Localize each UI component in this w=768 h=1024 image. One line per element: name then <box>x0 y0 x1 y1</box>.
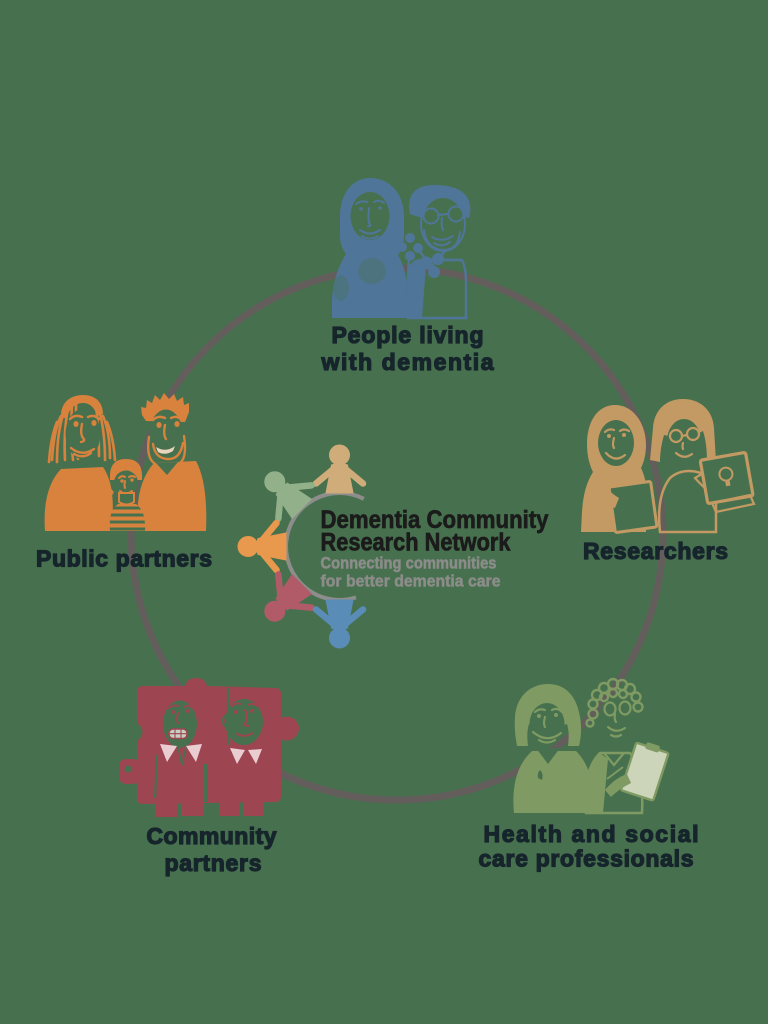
svg-text:Public partners: Public partners <box>36 546 212 572</box>
svg-text:with dementia: with dementia <box>321 349 494 375</box>
svg-text:Health and social: Health and social <box>484 821 699 847</box>
svg-text:Dementia Community: Dementia Community <box>321 506 549 534</box>
svg-text:Community: Community <box>147 823 277 849</box>
svg-text:Research Network: Research Network <box>321 529 511 557</box>
svg-text:partners: partners <box>165 850 262 876</box>
svg-text:care professionals: care professionals <box>479 846 694 872</box>
svg-text:People living: People living <box>332 322 484 348</box>
svg-text:for better dementia care: for better dementia care <box>321 572 501 591</box>
svg-text:Connecting communities: Connecting communities <box>321 554 497 573</box>
svg-text:Researchers: Researchers <box>583 538 728 564</box>
